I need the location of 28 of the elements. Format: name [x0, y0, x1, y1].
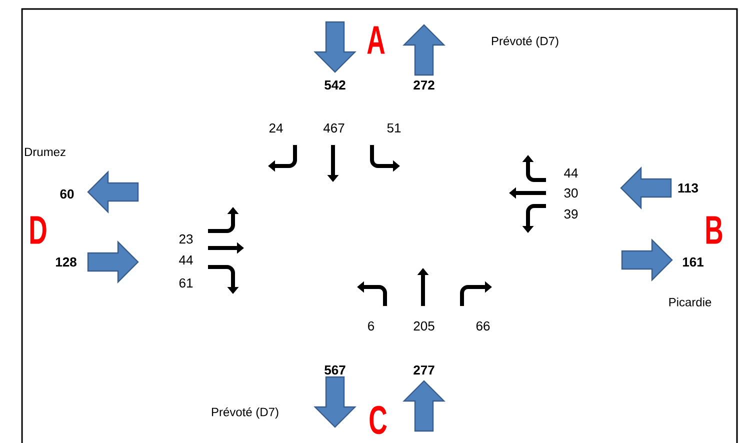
street-name: Picardie	[669, 298, 712, 306]
traffic-count: 161	[682, 257, 704, 267]
traffic-count: 113	[678, 183, 698, 193]
approach-letter: D	[30, 216, 46, 244]
traffic-count: 277	[414, 365, 434, 375]
approach-letter: C	[370, 406, 387, 434]
traffic-count: 205	[414, 321, 434, 331]
traffic-count: 567	[324, 365, 346, 375]
traffic-count: 24	[269, 123, 283, 133]
traffic-count: 30	[564, 188, 578, 198]
traffic-count: 44	[564, 168, 578, 178]
traffic-count: 61	[179, 278, 193, 288]
street-name: Drumez	[25, 148, 66, 156]
traffic-count: 272	[414, 80, 434, 90]
traffic-count: 6	[368, 321, 374, 331]
traffic-count: 23	[179, 234, 193, 244]
street-name: Prévoté (D7)	[492, 36, 558, 48]
traffic-count: 44	[179, 256, 193, 264]
traffic-count: 467	[323, 123, 344, 133]
traffic-count: 39	[564, 209, 578, 219]
traffic-count: 128	[56, 257, 76, 267]
street-name: Prévoté (D7)	[212, 407, 278, 419]
approach-letter: A	[367, 26, 385, 54]
approach-letter: B	[706, 216, 722, 244]
traffic-count: 542	[324, 80, 346, 90]
traffic-count: 51	[387, 123, 401, 133]
traffic-count: 66	[476, 321, 490, 331]
traffic-count: 60	[60, 189, 74, 199]
